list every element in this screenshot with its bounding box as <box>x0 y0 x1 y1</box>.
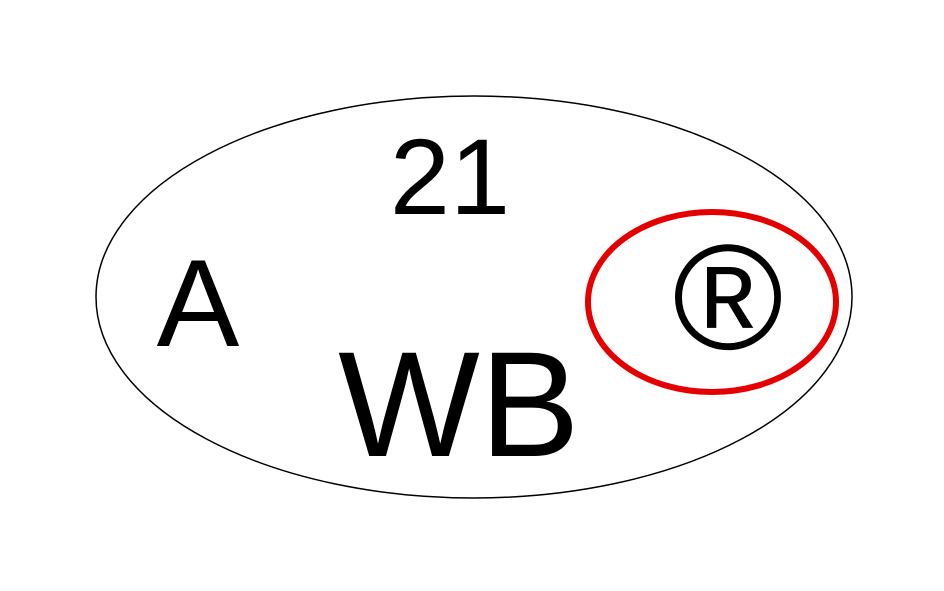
highlight-circle <box>585 209 839 395</box>
mark-bottom-letters: WB <box>338 320 580 488</box>
mark-oval-outline <box>95 95 853 499</box>
registered-trademark-symbol: ® <box>673 213 784 381</box>
mark-number: 21 <box>390 116 510 237</box>
mark-left-letter: A <box>157 235 240 373</box>
